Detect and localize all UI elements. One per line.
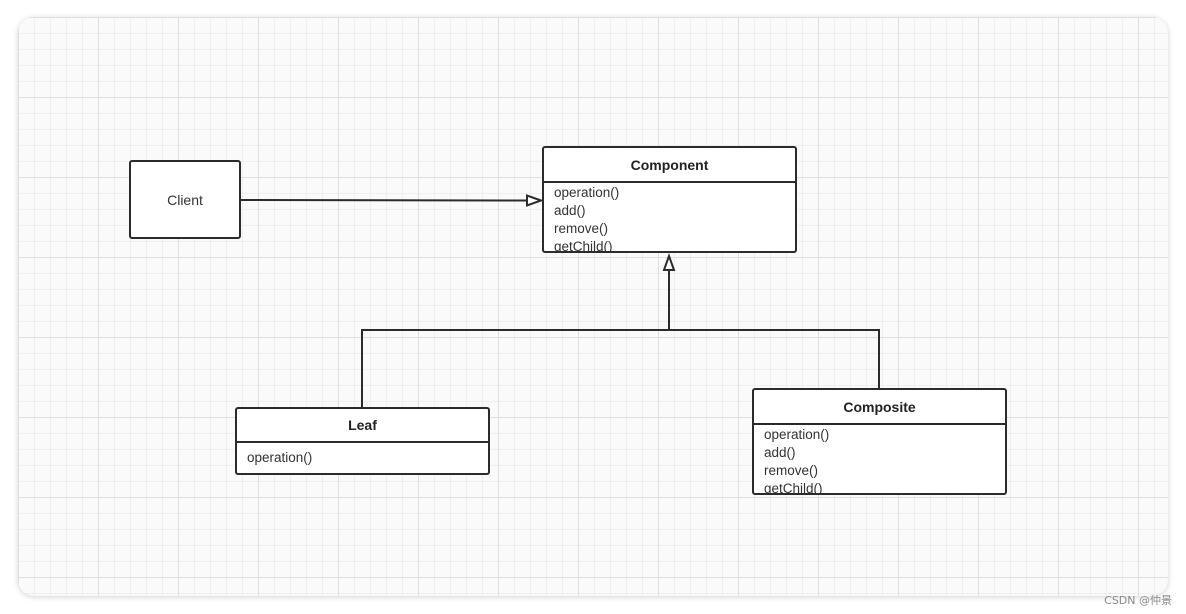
composite-class[interactable]: Composite operation() add() remove() get… <box>752 388 1007 495</box>
composite-method: add() <box>764 445 796 460</box>
inheritance-line-leaf <box>361 329 669 408</box>
leaf-class-title: Leaf <box>237 409 488 443</box>
watermark: CSDN @仲景 <box>1104 594 1172 607</box>
component-method: add() <box>554 203 586 218</box>
association-line <box>239 199 530 202</box>
leaf-class[interactable]: Leaf operation() <box>235 407 490 475</box>
component-class-title: Component <box>544 148 795 183</box>
composite-methods: operation() add() remove() getChild() <box>754 425 1005 495</box>
component-methods: operation() add() remove() getChild() <box>544 183 795 253</box>
composite-method: getChild() <box>764 481 823 495</box>
inheritance-arrowhead <box>662 253 676 271</box>
leaf-method: operation() <box>247 450 313 465</box>
leaf-class-name: Leaf <box>348 417 377 433</box>
association-arrowhead <box>526 194 544 207</box>
composite-class-title: Composite <box>754 390 1005 425</box>
connector-layer <box>239 194 880 408</box>
component-method: getChild() <box>554 239 613 253</box>
leaf-methods: operation() <box>237 443 488 467</box>
component-method: remove() <box>554 221 609 236</box>
composite-method: remove() <box>764 463 819 478</box>
composite-class-name: Composite <box>843 398 916 415</box>
component-class[interactable]: Component operation() add() remove() get… <box>542 146 797 253</box>
component-method: operation() <box>554 185 620 200</box>
diagram-canvas: Client Component operation() add() remov… <box>18 17 1168 596</box>
component-class-name: Component <box>630 156 709 173</box>
inheritance-line-composite <box>669 329 880 389</box>
composite-method: operation() <box>764 427 830 442</box>
client-label: Client <box>167 191 203 208</box>
client-box[interactable]: Client <box>129 160 241 239</box>
